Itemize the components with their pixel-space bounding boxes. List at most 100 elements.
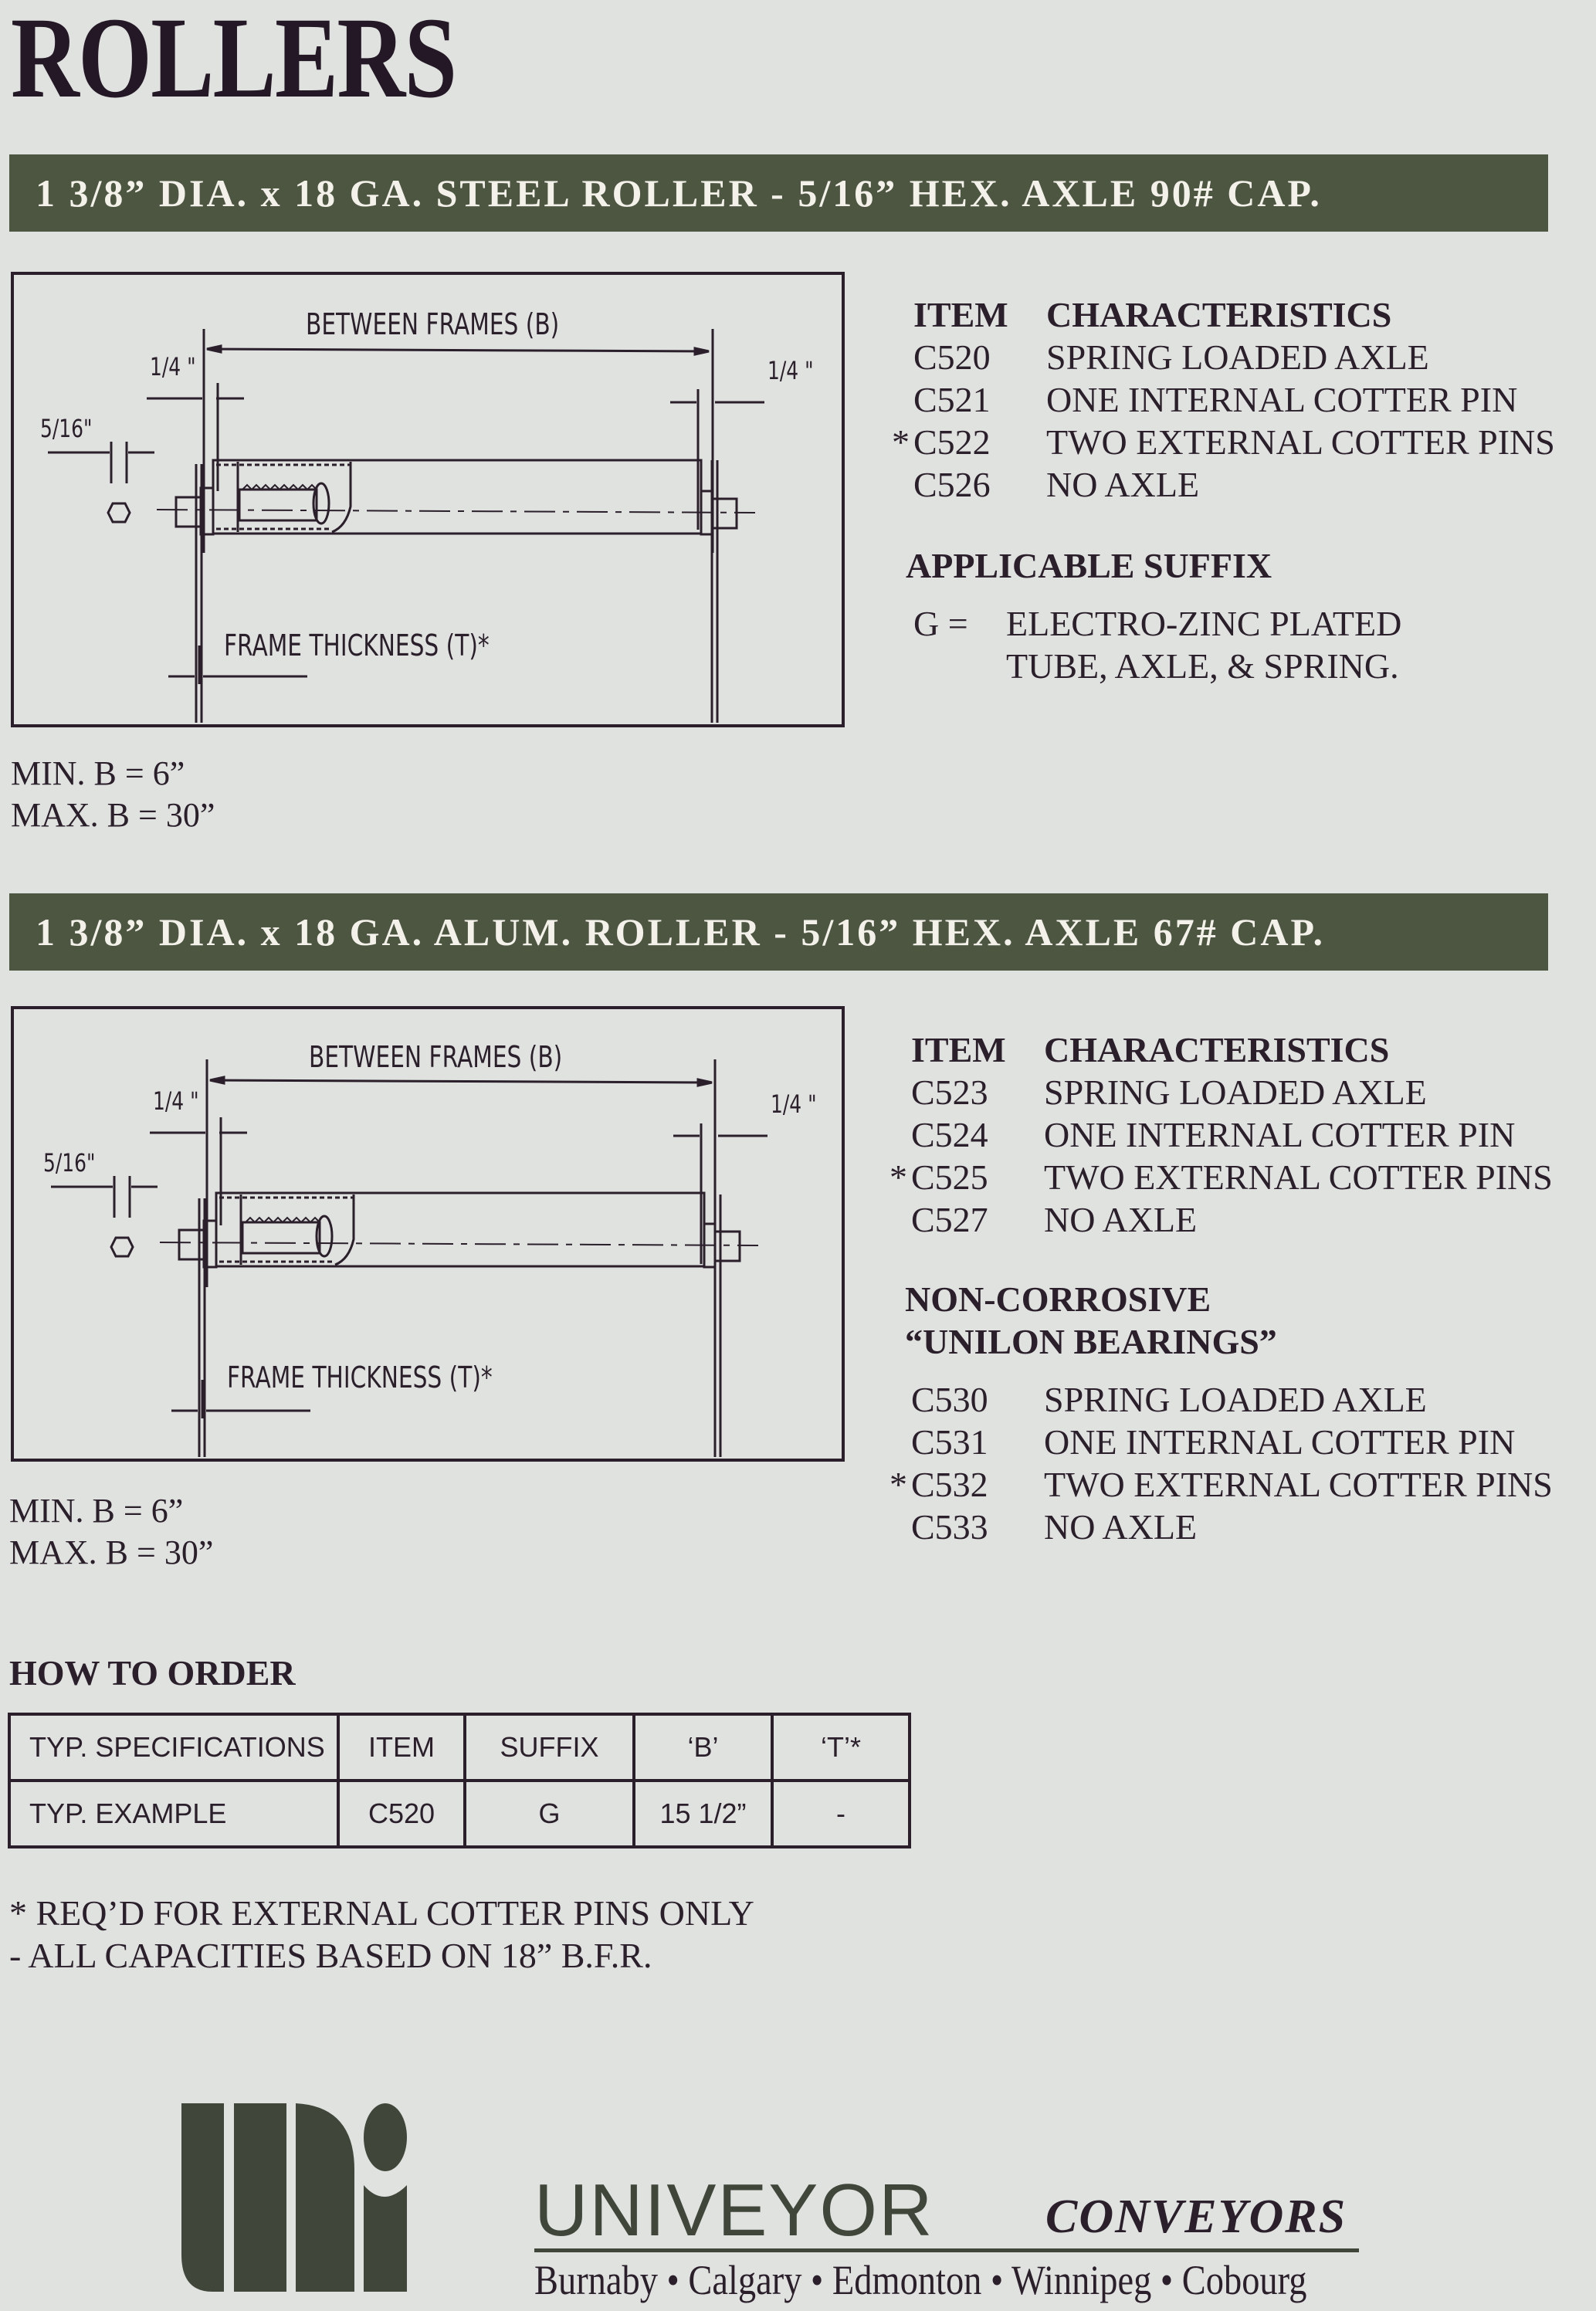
footer-divider: [534, 2248, 1359, 2252]
list-item: C520 SPRING LOADED AXLE: [913, 336, 1593, 378]
quarter-inch-left-label: 1/4 ": [150, 352, 196, 381]
table-header-cell: ‘B’: [632, 1713, 774, 1782]
unilon-item-list: C530 SPRING LOADED AXLE C531 ONE INTERNA…: [889, 1378, 1591, 1548]
steel-roller-diagram: BETWEEN FRAMES (B) 1/4 " 1/4 " 5/16" FRA…: [11, 272, 845, 727]
univeyor-logo-icon: [181, 2103, 407, 2292]
item-code: C524: [911, 1115, 988, 1154]
table-cell: C520: [337, 1779, 466, 1848]
aluminum-size-limits: MIN. B = 6” MAX. B = 30”: [9, 1490, 213, 1574]
list-item: C524 ONE INTERNAL COTTER PIN: [911, 1113, 1591, 1156]
item-code: C526: [913, 465, 991, 504]
aluminum-roller-banner: 1 3/8” DIA. x 18 GA. ALUM. ROLLER - 5/16…: [9, 893, 1548, 971]
item-code: C527: [911, 1200, 988, 1239]
item-description: ONE INTERNAL COTTER PIN: [1046, 380, 1518, 419]
table-cell: -: [771, 1779, 911, 1848]
characteristics-column-header: CHARACTERISTICS: [1044, 1030, 1390, 1069]
item-code: C532: [911, 1465, 988, 1504]
list-item: C530 SPRING LOADED AXLE: [911, 1378, 1591, 1421]
item-description: NO AXLE: [1044, 1200, 1198, 1239]
item-code: C531: [911, 1422, 988, 1462]
item-code: C530: [911, 1380, 988, 1419]
max-b: MAX. B = 30”: [11, 796, 215, 834]
item-list-header: ITEM CHARACTERISTICS: [913, 293, 1593, 336]
item-list-header: ITEM CHARACTERISTICS: [911, 1028, 1591, 1071]
list-item: C523 SPRING LOADED AXLE: [911, 1071, 1591, 1113]
aluminum-item-list: ITEM CHARACTERISTICS C523 SPRING LOADED …: [889, 1028, 1591, 1241]
list-item: C531 ONE INTERNAL COTTER PIN: [911, 1421, 1591, 1463]
asterisk-marker: *: [892, 422, 910, 462]
non-corrosive-heading: NON-CORROSIVE “UNILON BEARINGS”: [905, 1278, 1277, 1363]
asterisk-marker: *: [889, 1157, 907, 1197]
item-code: C533: [911, 1507, 988, 1547]
between-frames-label: BETWEEN FRAMES (B): [306, 307, 560, 341]
brand-tagline: CONVEYORS: [1045, 2191, 1347, 2243]
item-description: ONE INTERNAL COTTER PIN: [1044, 1115, 1516, 1154]
order-table: TYP. SPECIFICATIONS ITEM SUFFIX ‘B’ ‘T’*…: [8, 1713, 911, 1848]
list-item: * C525 TWO EXTERNAL COTTER PINS: [889, 1156, 1591, 1198]
hex-size-label: 5/16": [43, 1148, 96, 1178]
brand-name: UNIVEYOR: [534, 2169, 934, 2252]
steel-item-list: ITEM CHARACTERISTICS C520 SPRING LOADED …: [892, 293, 1593, 506]
min-b: MIN. B = 6”: [9, 1492, 184, 1530]
quarter-inch-right-label: 1/4 ": [768, 356, 814, 385]
item-description: TWO EXTERNAL COTTER PINS: [1046, 422, 1555, 462]
item-description: TWO EXTERNAL COTTER PINS: [1044, 1157, 1553, 1197]
unilon-bearings-heading: “UNILON BEARINGS”: [905, 1322, 1277, 1361]
aluminum-roller-diagram: BETWEEN FRAMES (B) 1/4 " 1/4 " 5/16" FRA…: [11, 1006, 845, 1462]
item-code: C521: [913, 380, 991, 419]
steel-size-limits: MIN. B = 6” MAX. B = 30”: [11, 753, 215, 836]
list-item: C521 ONE INTERNAL COTTER PIN: [913, 378, 1593, 421]
office-locations: Burnaby • Calgary • Edmonton • Winnipeg …: [534, 2257, 1307, 2303]
hex-size-label: 5/16": [40, 414, 93, 443]
list-item: C533 NO AXLE: [911, 1506, 1591, 1548]
item-description: NO AXLE: [1046, 465, 1200, 504]
item-description: SPRING LOADED AXLE: [1044, 1072, 1427, 1112]
list-item: * C522 TWO EXTERNAL COTTER PINS: [892, 421, 1593, 463]
list-item: * C532 TWO EXTERNAL COTTER PINS: [889, 1463, 1591, 1506]
table-cell: G: [463, 1779, 635, 1848]
item-code: C522: [913, 422, 991, 462]
item-code: C520: [913, 337, 991, 377]
table-header-cell: TYP. SPECIFICATIONS: [8, 1713, 340, 1782]
item-code: C525: [911, 1157, 988, 1197]
steel-roller-banner: 1 3/8” DIA. x 18 GA. STEEL ROLLER - 5/16…: [9, 154, 1548, 232]
table-header-cell: SUFFIX: [463, 1713, 635, 1782]
characteristics-column-header: CHARACTERISTICS: [1046, 295, 1392, 334]
item-description: SPRING LOADED AXLE: [1044, 1380, 1427, 1419]
min-b: MIN. B = 6”: [11, 754, 185, 792]
footnotes: * REQ’D FOR EXTERNAL COTTER PINS ONLY - …: [9, 1892, 754, 1977]
between-frames-label: BETWEEN FRAMES (B): [309, 1040, 563, 1074]
quarter-inch-left-label: 1/4 ": [153, 1086, 199, 1116]
list-item: C527 NO AXLE: [911, 1198, 1591, 1241]
item-column-header: ITEM: [913, 295, 1008, 334]
asterisk-marker: *: [889, 1465, 907, 1504]
item-description: ONE INTERNAL COTTER PIN: [1044, 1422, 1516, 1462]
applicable-suffix-heading: APPLICABLE SUFFIX: [906, 546, 1272, 585]
item-column-header: ITEM: [911, 1030, 1006, 1069]
suffix-key: G =: [913, 604, 968, 643]
roller-drawing-icon: [51, 1059, 768, 1457]
quarter-inch-right-label: 1/4 ": [771, 1089, 817, 1119]
item-code: C523: [911, 1072, 988, 1112]
table-row: TYP. EXAMPLE C520 G 15 1/2” -: [8, 1779, 911, 1848]
item-description: SPRING LOADED AXLE: [1046, 337, 1429, 377]
frame-thickness-label: FRAME THICKNESS (T)*: [227, 1361, 493, 1394]
how-to-order-heading: HOW TO ORDER: [9, 1653, 296, 1693]
list-item: C526 NO AXLE: [913, 463, 1593, 506]
footnote-capacities: - ALL CAPACITIES BASED ON 18” B.F.R.: [9, 1936, 652, 1975]
suffix-description-line2: TUBE, AXLE, & SPRING.: [1006, 646, 1399, 686]
frame-thickness-label: FRAME THICKNESS (T)*: [224, 629, 490, 662]
footnote-asterisk: * REQ’D FOR EXTERNAL COTTER PINS ONLY: [9, 1893, 754, 1933]
table-cell: TYP. EXAMPLE: [8, 1779, 340, 1848]
table-cell: 15 1/2”: [632, 1779, 774, 1848]
suffix-description-line1: ELECTRO-ZINC PLATED: [1006, 604, 1402, 643]
table-header-row: TYP. SPECIFICATIONS ITEM SUFFIX ‘B’ ‘T’*: [8, 1713, 911, 1782]
table-header-cell: ITEM: [337, 1713, 466, 1782]
max-b: MAX. B = 30”: [9, 1533, 214, 1571]
page-title: ROLLERS: [11, 0, 457, 122]
item-description: TWO EXTERNAL COTTER PINS: [1044, 1465, 1553, 1504]
table-header-cell: ‘T’*: [771, 1713, 911, 1782]
item-description: NO AXLE: [1044, 1507, 1198, 1547]
roller-drawing-icon: [48, 329, 764, 723]
non-corrosive-heading-line1: NON-CORROSIVE: [905, 1279, 1211, 1319]
